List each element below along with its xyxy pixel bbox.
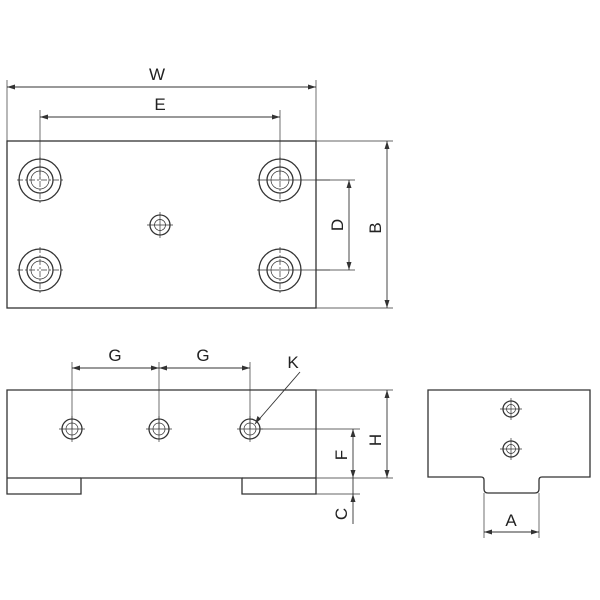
front-view: G G K H F (6, 346, 393, 524)
side-hole-lower (500, 438, 522, 460)
counterbore-hole-bottom-left (17, 247, 63, 293)
label-d: D (328, 219, 347, 231)
dim-b: B (316, 140, 393, 309)
counterbore-hole-top-right (257, 157, 330, 203)
dim-h: H (316, 389, 393, 479)
label-c: C (332, 508, 351, 520)
side-hole-upper (500, 398, 522, 420)
side-view-outline (427, 389, 591, 494)
label-g-2: G (196, 346, 209, 365)
dim-g: G G (71, 346, 251, 429)
side-view: A (427, 389, 591, 538)
counterbore-hole-top-left (17, 157, 63, 203)
label-k: K (287, 353, 299, 372)
top-view: W E (6, 65, 393, 309)
dim-e: E (39, 95, 281, 180)
counterbore-hole-bottom-right (257, 247, 330, 293)
dim-c: C (316, 478, 360, 524)
label-g-1: G (108, 346, 121, 365)
label-e: E (154, 95, 165, 114)
dim-w: W (6, 65, 317, 141)
label-h: H (366, 434, 385, 446)
center-pin-hole (147, 212, 173, 238)
top-view-outline (6, 140, 317, 309)
dim-f: F (260, 428, 360, 478)
label-b: B (366, 222, 385, 233)
label-f: F (332, 450, 351, 460)
dim-a: A (484, 511, 539, 535)
label-a: A (505, 511, 517, 530)
dim-d: D (316, 179, 355, 271)
leader-k: K (254, 353, 301, 425)
label-w: W (149, 65, 165, 84)
